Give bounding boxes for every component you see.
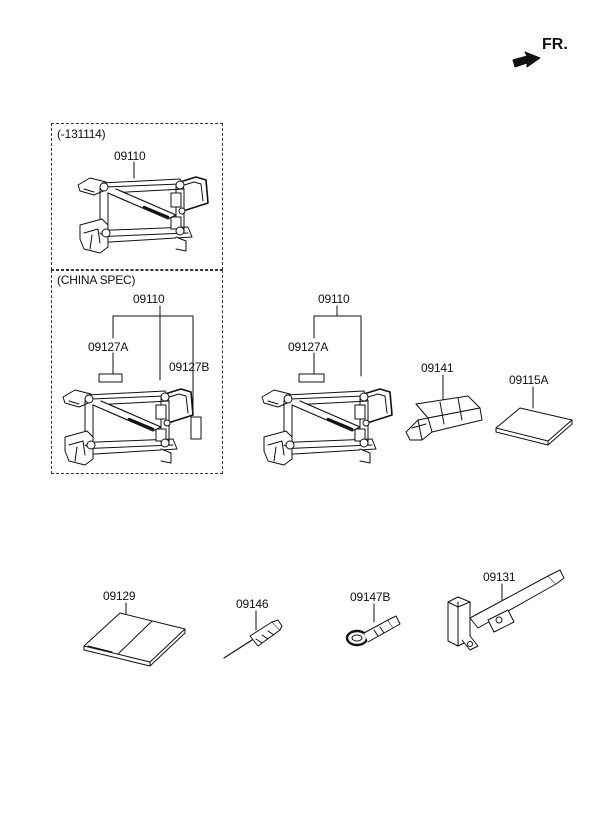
variant-box-early: [51, 123, 223, 270]
part-number-label-a-china: 09127A: [88, 340, 129, 354]
part-number-jack-early: 09110: [114, 149, 146, 163]
part-number-jack-china: 09110: [133, 292, 165, 306]
jack-handle-drawing: [447, 569, 565, 651]
screwdriver-drawing: [223, 619, 283, 659]
part-number-tow-hook: 09147B: [350, 590, 391, 604]
leader-lines-jack: [313, 305, 362, 377]
label-sticker-a: [298, 373, 325, 383]
part-number-jack: 09110: [318, 292, 350, 306]
pad-drawing: [495, 407, 573, 446]
tow-hook-drawing: [345, 615, 401, 647]
variant-label-early: (-131114): [57, 127, 106, 141]
jack-early-drawing: [76, 175, 210, 255]
leader-lines-china: [112, 305, 194, 413]
tool-pouch-drawing: [83, 612, 186, 667]
front-arrow-icon: [512, 51, 541, 68]
label-sticker-a-china: [98, 373, 123, 383]
part-number-holder: 09141: [421, 361, 454, 375]
jack-china-drawing: [61, 387, 195, 467]
part-number-label-a: 09127A: [288, 340, 329, 354]
part-number-pouch: 09129: [103, 589, 136, 603]
front-direction-label: FR.: [542, 36, 568, 53]
part-number-label-b-china: 09127B: [169, 360, 210, 374]
part-number-handle: 09131: [483, 570, 516, 584]
variant-box-china-spec: [51, 270, 223, 474]
jack-holder-drawing: [405, 395, 483, 441]
jack-drawing: [260, 387, 394, 467]
variant-label-china-spec: (CHINA SPEC): [57, 273, 136, 287]
label-sticker-b-china: [190, 416, 202, 440]
part-number-pad: 09115A: [509, 373, 549, 387]
part-number-screwdriver: 09146: [236, 597, 269, 611]
